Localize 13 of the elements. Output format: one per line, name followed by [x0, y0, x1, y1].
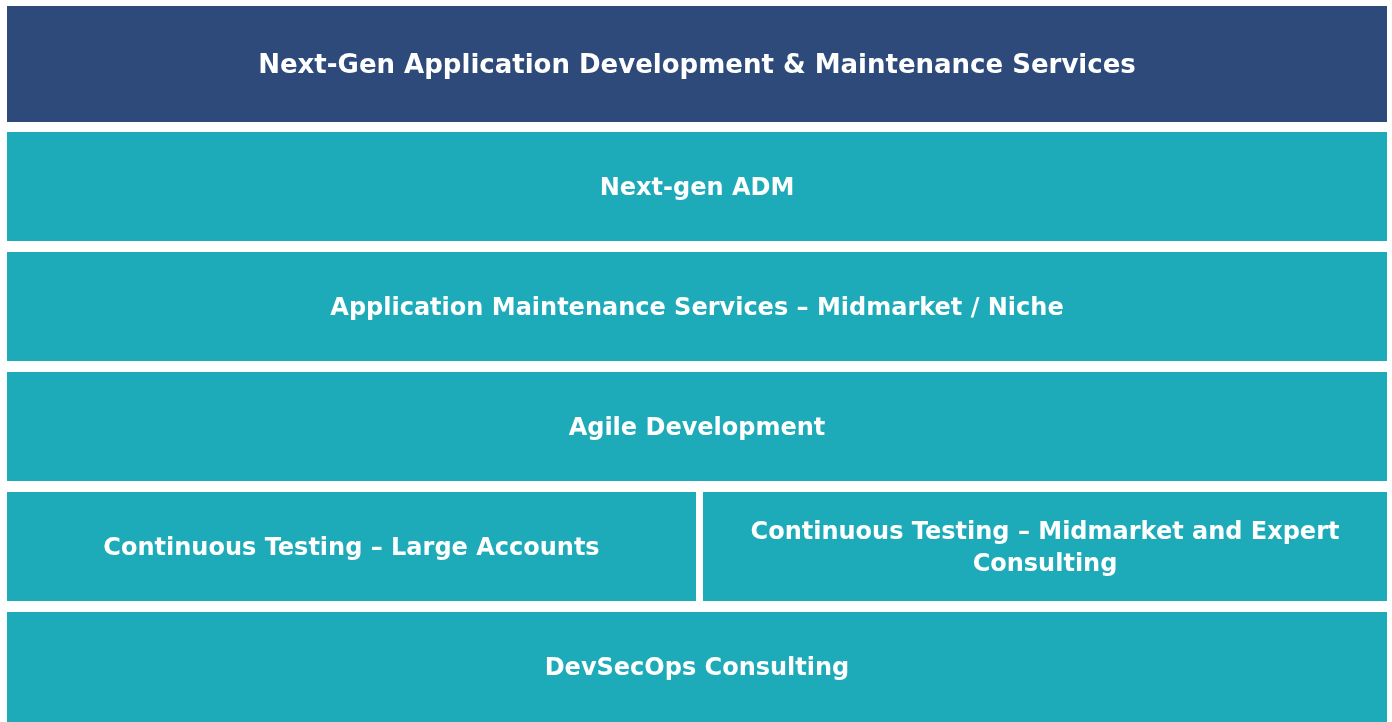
title-text: Next-Gen Application Development & Maintenance Services	[258, 48, 1136, 80]
category-band	[7, 132, 1387, 241]
band-label: Continuous Testing – Large Accounts	[103, 531, 600, 563]
category-band	[7, 492, 696, 601]
category-band	[7, 252, 1387, 361]
band-label: Application Maintenance Services – Midmarket / Niche	[330, 291, 1064, 323]
band-label: Agile Development	[568, 411, 826, 443]
band-label: DevSecOps Consulting	[544, 652, 850, 683]
category-band	[7, 372, 1387, 481]
band-label: Continuous Testing – Midmarket and Expert Consulting	[749, 515, 1341, 579]
band-label: Next-gen ADM	[599, 171, 795, 203]
category-band	[703, 492, 1387, 601]
category-band	[7, 612, 1387, 722]
